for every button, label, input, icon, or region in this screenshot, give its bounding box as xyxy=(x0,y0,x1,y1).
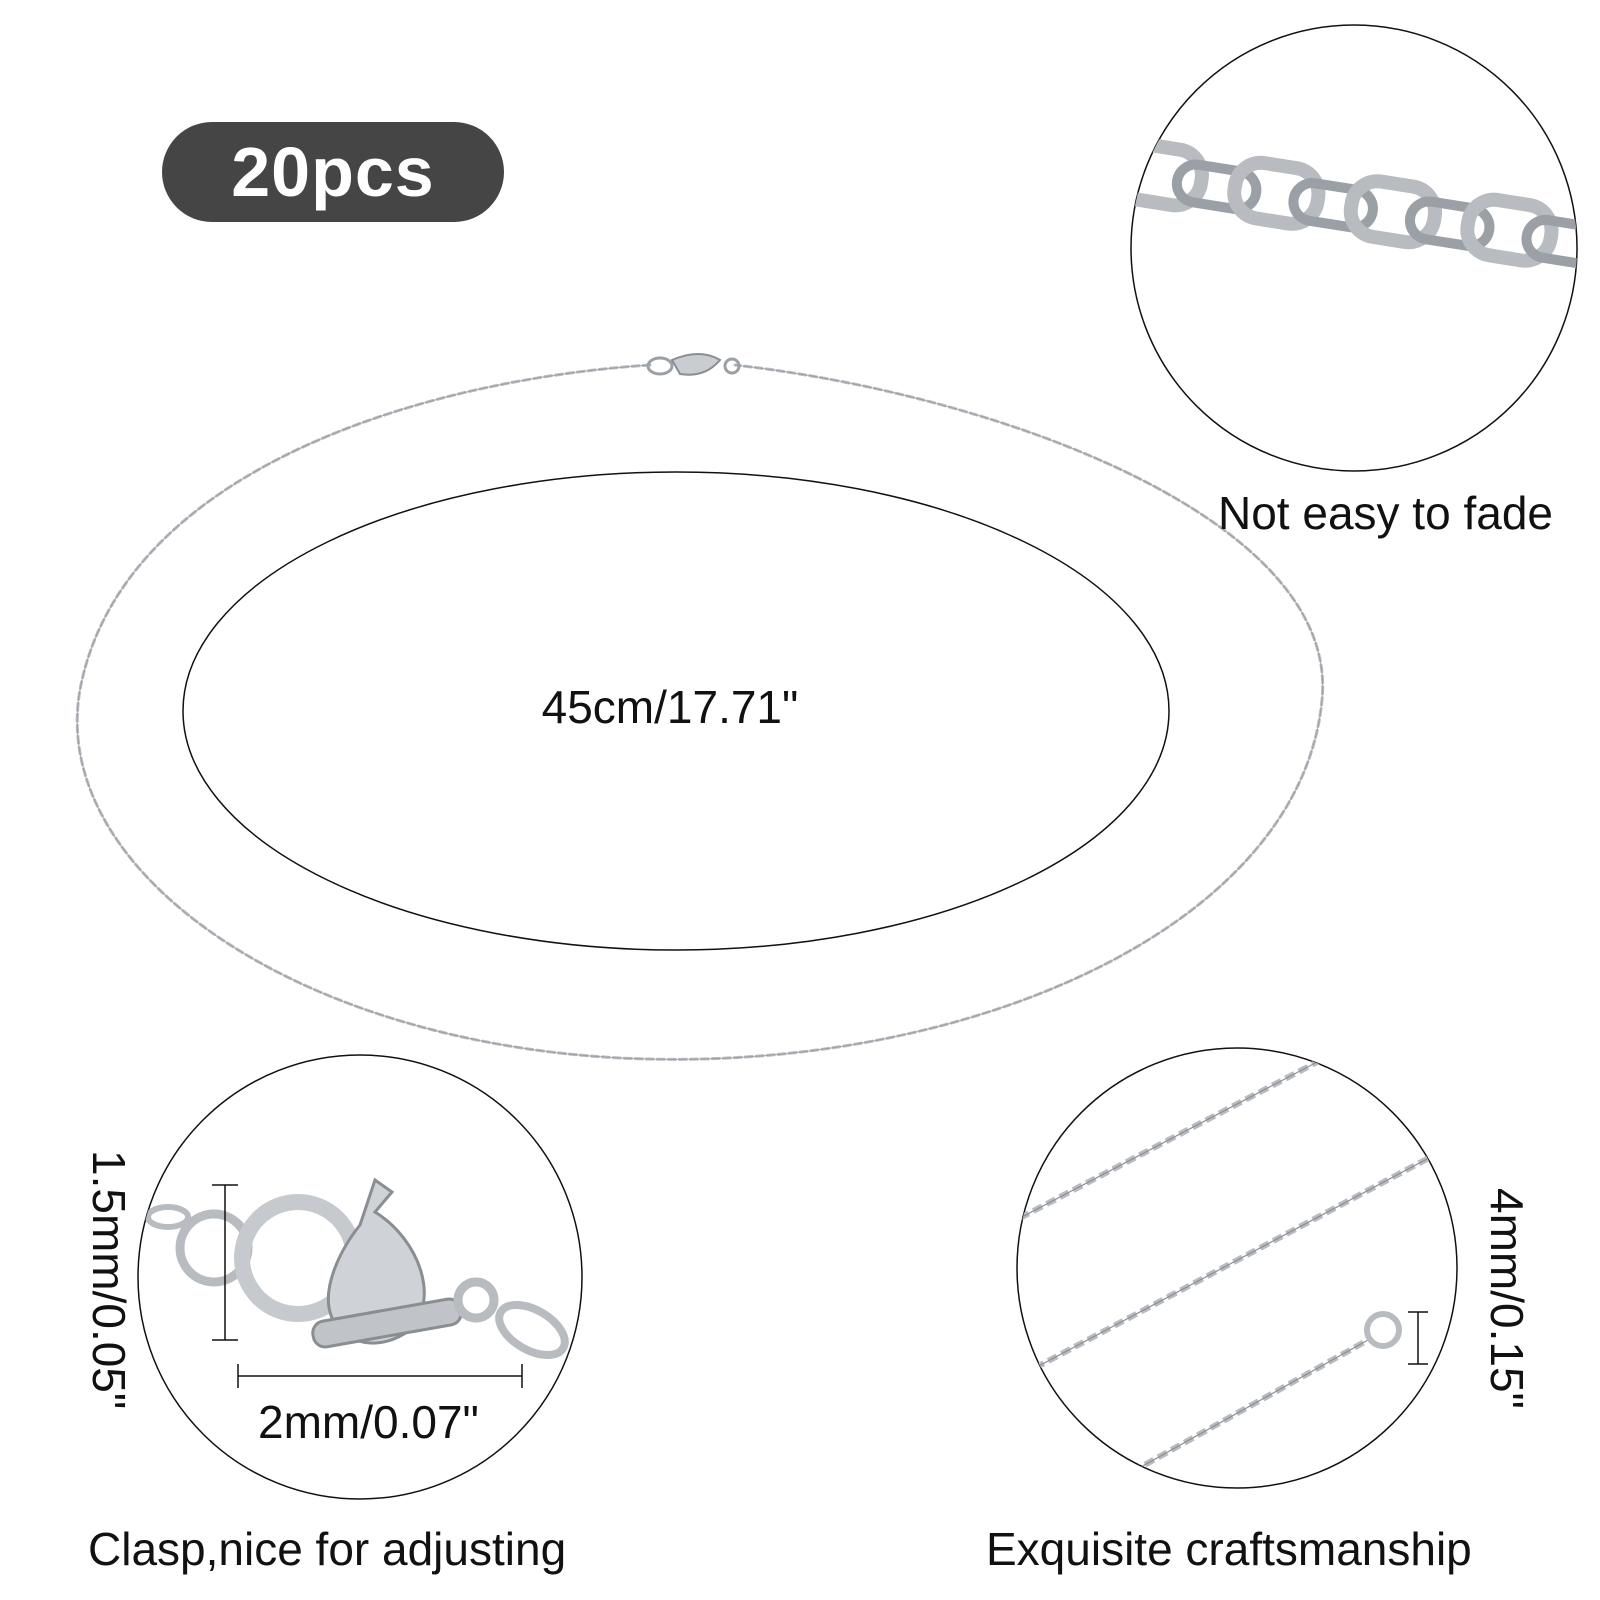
quantity-badge: 20pcs xyxy=(162,122,504,222)
length-label: 45cm/17.71" xyxy=(541,681,799,733)
chain-closeup-icon xyxy=(1131,137,1577,270)
closeup-circle-top-right xyxy=(1130,24,1578,472)
closeup-circle-bottom-left xyxy=(137,1054,583,1500)
closeup-circle-bottom-right xyxy=(1016,1047,1458,1489)
clasp-width-label: 2mm/0.07" xyxy=(258,1396,479,1448)
necklace-chain xyxy=(75,363,1325,1061)
lobster-clasp-icon xyxy=(145,1177,569,1359)
caption-top-right: Not easy to fade xyxy=(1218,487,1553,539)
quantity-badge-label: 20pcs xyxy=(231,133,435,211)
caption-bottom-left: Clasp,nice for adjusting xyxy=(88,1523,567,1575)
length-ellipse xyxy=(182,471,1170,951)
necklace-clasp xyxy=(646,353,741,376)
clasp-height-label: 1.5mm/0.05" xyxy=(83,1150,135,1410)
jump-ring-icon xyxy=(1364,1311,1402,1349)
chain-height-label: 4mm/0.15" xyxy=(1481,1188,1533,1409)
fine-chain-strands xyxy=(1018,1048,1442,1475)
caption-bottom-right: Exquisite craftsmanship xyxy=(986,1523,1472,1575)
